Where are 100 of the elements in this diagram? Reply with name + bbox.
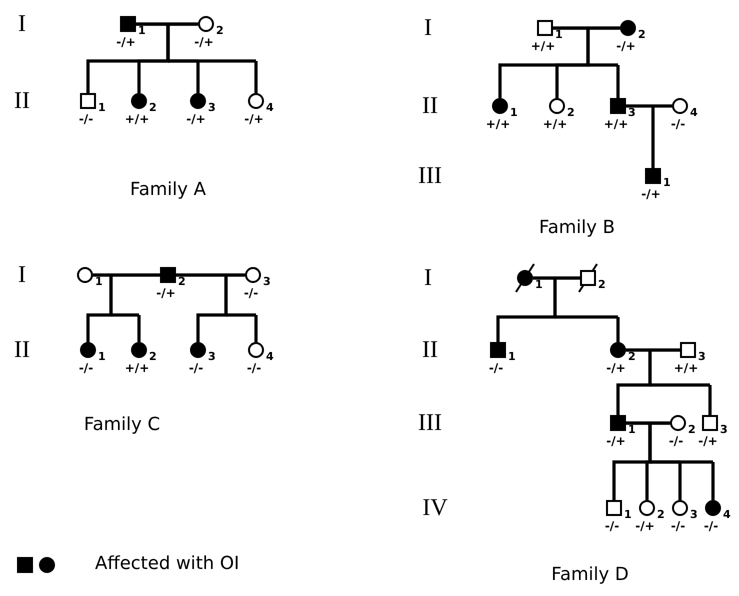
generation-numeral: IV	[422, 496, 448, 520]
individual-number: 1	[555, 29, 563, 40]
circle-symbol	[639, 500, 655, 516]
individual-number: 1	[663, 177, 671, 188]
genotype-label: -/+	[635, 520, 655, 532]
generation-numeral: I	[424, 16, 432, 40]
pedigree-line	[93, 275, 139, 342]
pedigree-line	[176, 273, 245, 275]
square-symbol	[160, 267, 176, 283]
pedigree-line	[168, 24, 258, 93]
generation-numeral: II	[422, 94, 438, 118]
square-symbol	[645, 168, 661, 184]
individual-number: 2	[598, 279, 606, 290]
genotype-label: -/+	[156, 287, 176, 299]
square-symbol	[80, 93, 96, 109]
generation-numeral: I	[18, 263, 26, 287]
genotype-label: -/+	[194, 36, 214, 48]
individual-number: 1	[624, 509, 632, 520]
circle-symbol	[248, 93, 264, 109]
individual-number: 3	[720, 424, 728, 435]
genotype-label: -/+	[606, 435, 626, 447]
circle-symbol	[190, 93, 206, 109]
individual-number: 3	[208, 102, 216, 113]
circle-symbol	[190, 342, 206, 358]
pedigree-line	[626, 106, 653, 168]
genotype-label: +/+	[674, 362, 698, 374]
square-symbol	[702, 415, 718, 431]
square-symbol	[490, 342, 506, 358]
individual-number: 4	[690, 107, 698, 118]
circle-symbol	[549, 98, 565, 114]
individual-number: 3	[690, 509, 698, 520]
individual-number: 2	[178, 276, 186, 287]
genotype-label: -/-	[188, 362, 204, 374]
individual-number: 1	[138, 25, 146, 36]
individual-number: 3	[263, 276, 271, 287]
pedigree-line	[136, 24, 256, 93]
pedigree-line	[136, 22, 198, 24]
genotype-label: -/-	[668, 435, 684, 447]
genotype-label: +/+	[486, 118, 510, 130]
circle-symbol	[672, 98, 688, 114]
genotype-label: -/+	[616, 40, 636, 52]
genotype-label: -/-	[244, 287, 258, 299]
genotype-label: +/+	[542, 118, 568, 130]
individual-number: 4	[266, 351, 274, 362]
genotype-label: +/+	[530, 40, 556, 52]
genotype-label: -/+	[116, 36, 136, 48]
genotype-label: +/+	[604, 118, 628, 130]
family-caption: Family B	[539, 219, 615, 237]
pedigree-line	[111, 275, 160, 342]
generation-numeral: II	[14, 89, 30, 113]
square-symbol	[610, 415, 626, 431]
pedigree-line	[533, 276, 580, 278]
square-symbol	[610, 98, 626, 114]
generation-numeral: III	[418, 164, 442, 188]
genotype-label: -/-	[670, 520, 686, 532]
pedigree-line	[626, 423, 713, 500]
individual-number: 2	[688, 424, 696, 435]
pedigree-line	[555, 278, 620, 342]
individual-number: 2	[149, 102, 157, 113]
generation-numeral: II	[422, 338, 438, 362]
circle-symbol	[77, 267, 93, 283]
circle-symbol	[131, 342, 147, 358]
pedigree-line	[626, 421, 670, 423]
square-symbol	[606, 500, 622, 516]
family-caption: Family D	[551, 566, 629, 584]
individual-number: 4	[723, 509, 731, 520]
circle-symbol	[670, 415, 686, 431]
genotype-label: -/+	[244, 113, 264, 125]
family-caption: Family A	[130, 181, 206, 199]
genotype-label: -/-	[604, 520, 620, 532]
circle-symbol	[80, 342, 96, 358]
individual-number: 2	[149, 351, 157, 362]
individual-number: 1	[98, 102, 106, 113]
genotype-label: -/+	[186, 113, 206, 125]
circle-symbol	[620, 20, 636, 36]
individual-number: 4	[266, 102, 274, 113]
pedigree-line	[533, 278, 618, 342]
circle-symbol	[705, 500, 721, 516]
genotype-label: -/-	[488, 362, 504, 374]
individual-number: 3	[208, 351, 216, 362]
generation-numeral: II	[14, 338, 30, 362]
generation-numeral: III	[418, 411, 442, 435]
genotype-label: +/+	[124, 362, 150, 374]
circle-symbol	[198, 16, 214, 32]
individual-number: 1	[98, 351, 106, 362]
pedigree-line	[93, 273, 160, 275]
individual-number: 2	[628, 351, 636, 362]
genotype-label: -/+	[641, 188, 661, 200]
family-caption: Family C	[84, 416, 160, 434]
individual-number: 2	[567, 107, 575, 118]
genotype-label: -/-	[78, 362, 94, 374]
circle-symbol	[517, 270, 533, 286]
square-symbol	[680, 342, 696, 358]
circle-symbol	[610, 342, 626, 358]
individual-number: 1	[95, 276, 103, 287]
pedigree-line	[653, 106, 672, 168]
circle-symbol	[245, 267, 261, 283]
circle-symbol	[672, 500, 688, 516]
individual-number: 1	[535, 279, 543, 290]
square-symbol	[580, 270, 596, 286]
